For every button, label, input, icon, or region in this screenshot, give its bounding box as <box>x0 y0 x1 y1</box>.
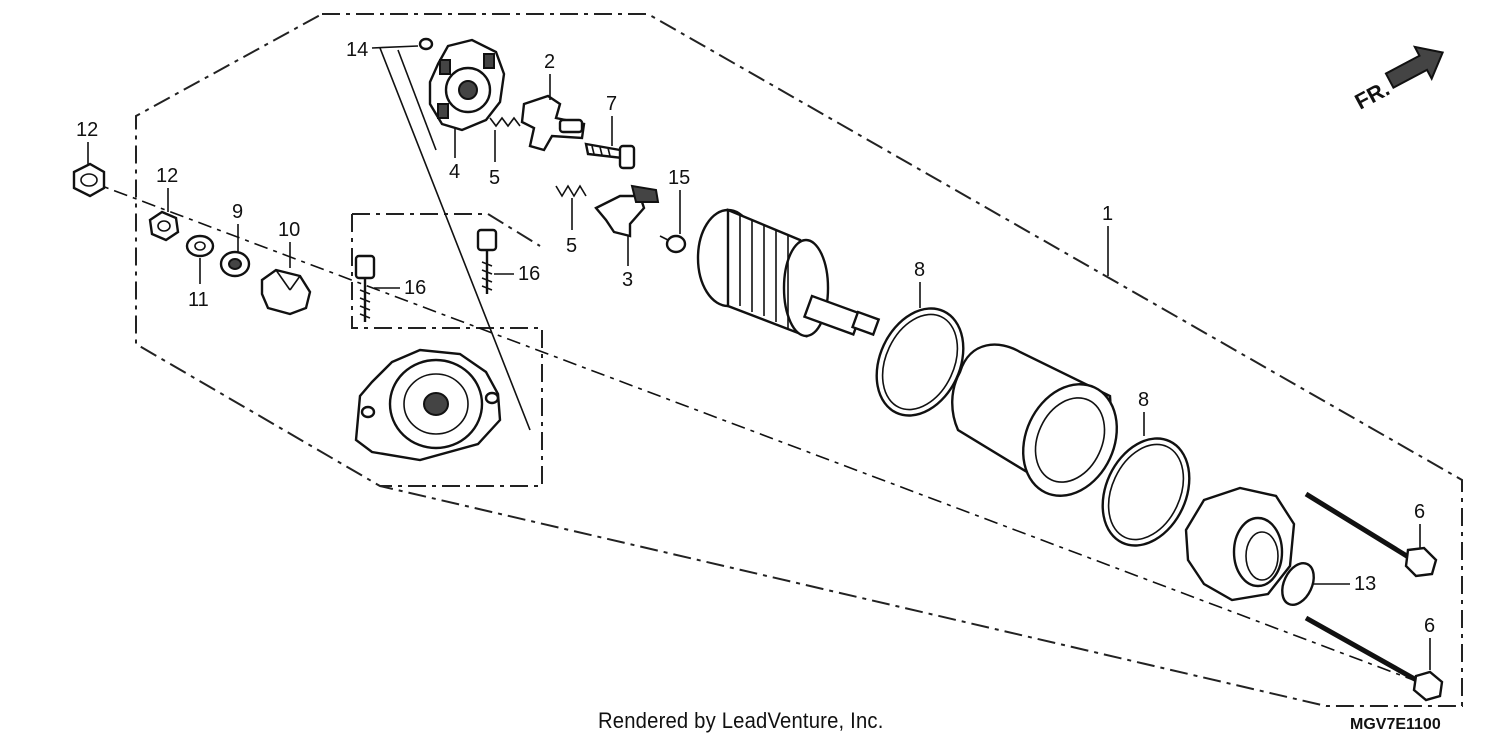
armature <box>696 208 881 338</box>
nut-part-12b <box>148 210 180 242</box>
bolt-part-7 <box>584 142 636 170</box>
callout-7: 7 <box>606 93 617 115</box>
o-ring-part-13 <box>1281 562 1315 606</box>
front-end-cover <box>1184 486 1296 602</box>
washer-part-14 <box>418 37 434 51</box>
callout-10: 10 <box>278 219 300 241</box>
ring-part-9 <box>219 250 251 278</box>
orientation-label: FR. <box>1351 76 1394 115</box>
callout-16a: 16 <box>404 277 426 299</box>
rear-end-cover <box>354 348 502 462</box>
front-direction-arrow-icon: FR. <box>1351 45 1445 115</box>
brush-terminal-part-2 <box>520 94 586 152</box>
sub-assembly-outline <box>352 213 541 247</box>
callout-14: 14 <box>346 39 368 61</box>
washer-part-11 <box>185 234 215 258</box>
insulator-part-10 <box>260 268 312 316</box>
brush-part-3 <box>594 184 660 238</box>
bolt-part-16a <box>354 254 376 322</box>
callout-5a: 5 <box>489 167 500 189</box>
callout-15: 15 <box>668 167 690 189</box>
callout-1: 1 <box>1102 203 1113 225</box>
long-bolt-part-6a <box>1304 491 1438 578</box>
callout-6a: 6 <box>1414 501 1425 523</box>
callout-8b: 8 <box>1138 389 1149 411</box>
callout-5b: 5 <box>566 235 577 257</box>
spring-part-5a <box>489 116 521 128</box>
callout-12b: 12 <box>156 165 178 187</box>
callout-11: 11 <box>188 289 209 311</box>
long-bolt-part-6b <box>1304 615 1444 702</box>
callout-9: 9 <box>232 201 243 223</box>
screw-part-15 <box>659 234 687 254</box>
assembly-outline <box>135 13 1463 707</box>
spring-part-5b <box>555 184 587 198</box>
diagram-code: MGV7E1100 <box>1350 716 1441 733</box>
callout-3: 3 <box>622 269 633 291</box>
bolt-part-16b <box>476 228 498 294</box>
callout-4: 4 <box>449 161 460 183</box>
o-ring-part-8a <box>875 307 965 417</box>
callout-8a: 8 <box>914 259 925 281</box>
callout-13: 13 <box>1354 573 1376 595</box>
o-ring-part-8b <box>1101 437 1191 547</box>
callout-6b: 6 <box>1424 615 1435 637</box>
callout-2: 2 <box>544 51 555 73</box>
motor-yoke-housing <box>951 343 1119 497</box>
brush-holder-part-4 <box>428 38 506 132</box>
nut-part-12 <box>72 162 106 198</box>
callout-12a: 12 <box>76 119 98 141</box>
callout-16b: 16 <box>518 263 540 285</box>
footer-credit: Rendered by LeadVenture, Inc. <box>598 708 884 733</box>
